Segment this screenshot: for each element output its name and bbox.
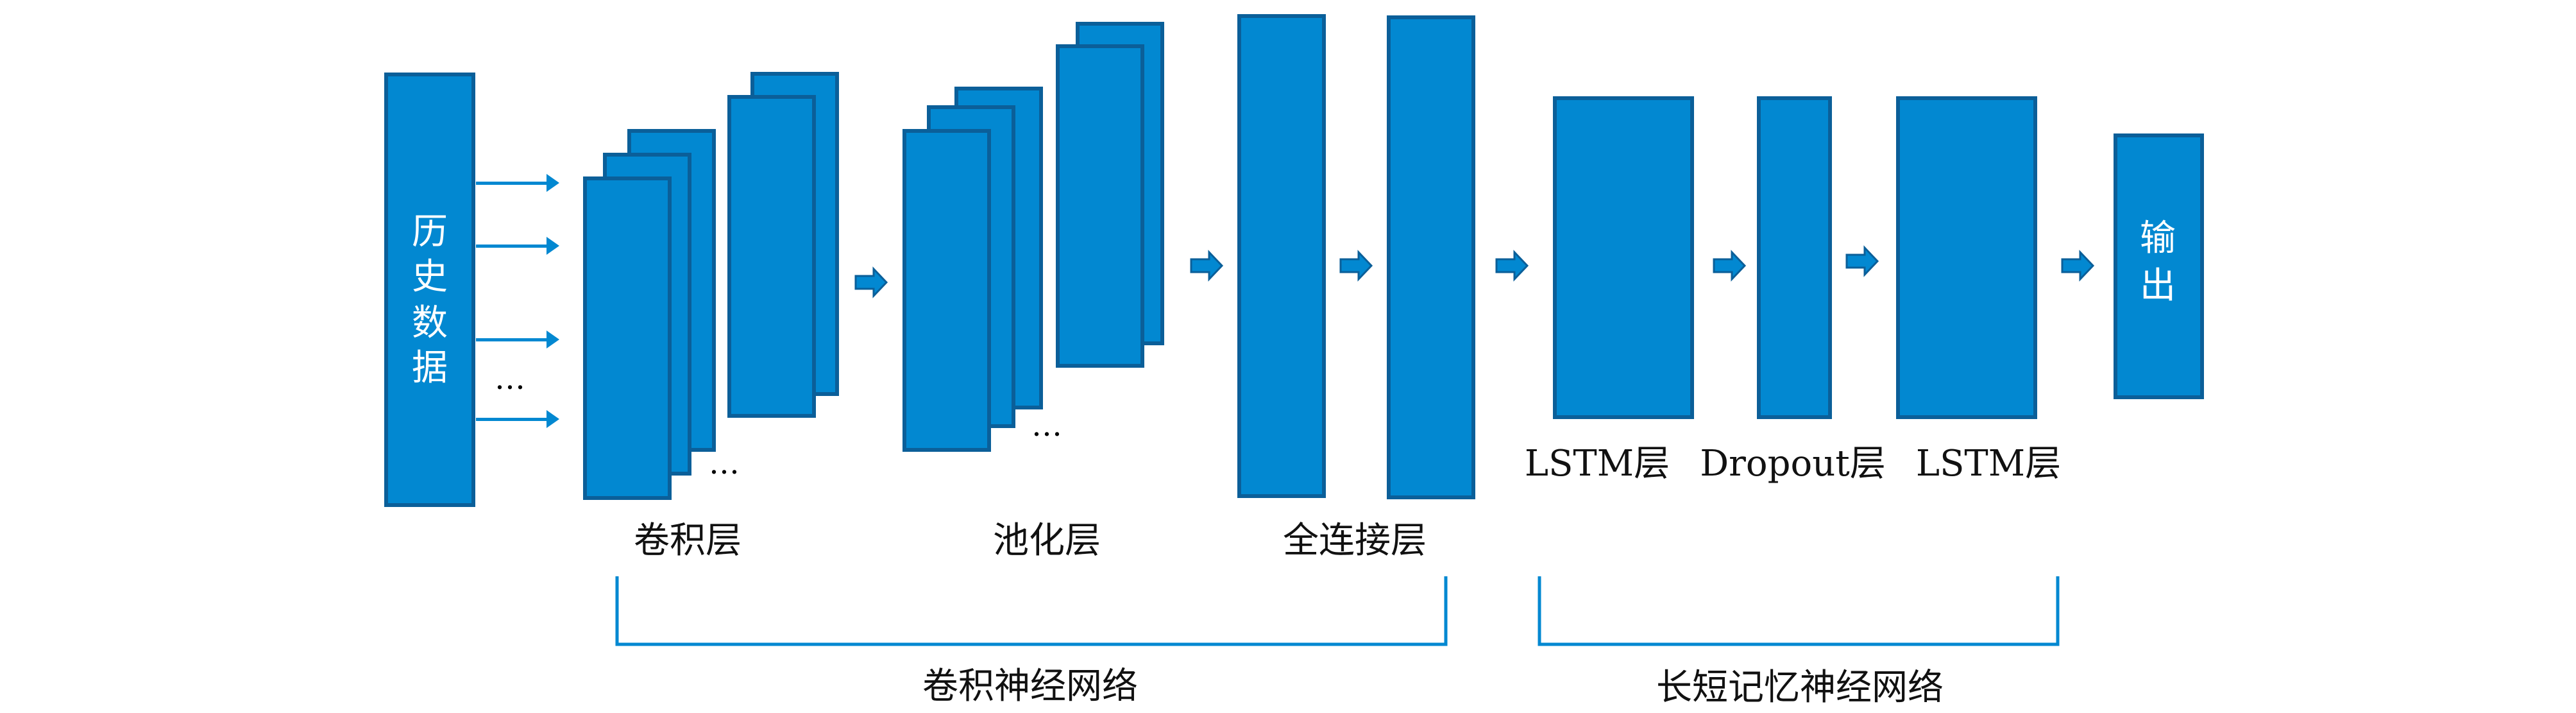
fc-layer-label: 全连接层: [1283, 520, 1427, 562]
conv-layer-label: 卷积层: [634, 520, 741, 562]
input-history-data-block: [384, 73, 475, 507]
conv-ellipsis: …: [709, 445, 741, 481]
block-arrow-icon: [2061, 250, 2095, 282]
input-label-char: 历: [412, 211, 448, 253]
fc-layer-block: [1237, 14, 1326, 498]
input-arrow-icon: [476, 237, 559, 255]
block-arrow-icon: [1495, 250, 1529, 282]
lstm-layer-block: [1896, 96, 2037, 419]
block-arrow-icon: [1339, 250, 1373, 282]
pool-feature-map: [902, 129, 991, 452]
input-arrow-icon: [476, 174, 559, 192]
lstm-layer-block: [1553, 96, 1694, 419]
lstm1-layer-label: LSTM层: [1524, 443, 1670, 485]
lstm-group-label: 长短记忆神经网络: [1656, 667, 1944, 709]
input-arrow-icon: [476, 410, 559, 428]
output-label-char: 输: [2140, 218, 2176, 259]
pool-feature-map: [1056, 44, 1144, 368]
input-arrow-icon: [476, 331, 559, 348]
lstm2-layer-label: LSTM层: [1915, 443, 2062, 485]
input-label-char: 据: [412, 347, 448, 389]
input-label-char: 数: [412, 302, 448, 344]
fc-layer-block: [1387, 15, 1475, 499]
dropout-layer-label: Dropout层: [1700, 443, 1886, 485]
conv-feature-map: [727, 95, 816, 418]
input-label-char: 史: [412, 256, 448, 298]
cnn-group-bracket: [615, 576, 1448, 646]
dropout-layer-block: [1757, 96, 1832, 419]
pool-ellipsis: …: [1031, 408, 1063, 443]
block-arrow-icon: [1190, 250, 1224, 282]
output-label-char: 出: [2140, 265, 2176, 307]
block-arrow-icon: [1713, 250, 1747, 282]
conv-feature-map: [583, 176, 672, 500]
output-block: [2114, 133, 2204, 399]
input-ellipsis: …: [495, 361, 527, 397]
block-arrow-icon: [1845, 245, 1879, 277]
block-arrow-icon: [854, 266, 888, 298]
cnn-group-label: 卷积神经网络: [922, 666, 1138, 707]
lstm-group-bracket: [1538, 576, 2060, 646]
pool-layer-label: 池化层: [993, 520, 1101, 562]
